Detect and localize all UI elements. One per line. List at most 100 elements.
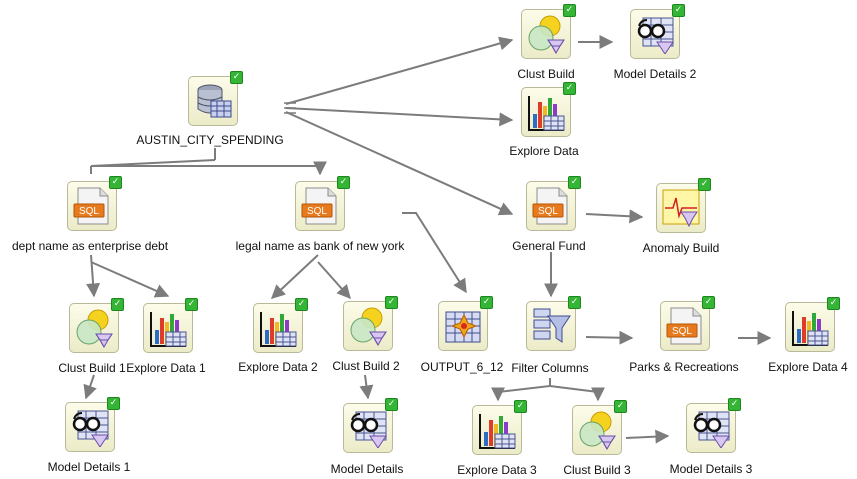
node-label: Clust Build 2 [332,359,400,373]
model-details-icon [350,411,387,448]
status-complete-check-icon: ✓ [480,296,493,309]
node-dept-filter[interactable]: SQL ✓ [67,176,122,231]
node-clust-build-3[interactable]: ✓ [572,400,627,455]
node-label: Parks & Recreations [629,360,739,374]
node-label: Model Details 3 [669,462,753,476]
node-output[interactable]: ✓ [438,296,493,351]
node-model-details-2[interactable]: ✓ [630,4,685,59]
link-filter-columns-to-clust-build-3 [549,385,605,402]
link-source-to-clust-build [285,36,514,105]
link-source-to-general-fund [285,111,514,216]
status-complete-check-icon: ✓ [698,178,711,191]
status-complete-check-icon: ✓ [230,71,243,84]
status-complete-check-icon: ✓ [563,82,576,95]
node-explore-data[interactable]: ✓ [521,82,576,137]
link-clust-build-1-to-model-details-1 [83,374,97,400]
node-clust-build-2[interactable]: ✓ [343,296,398,351]
node-label: Explore Data [509,144,579,158]
node-clust-build[interactable]: ✓ [521,4,576,59]
sql-query-icon: SQL [666,307,702,345]
node-legal-filter[interactable]: SQL ✓ [295,176,350,231]
status-complete-check-icon: ✓ [109,176,122,189]
link-filter-columns-to-parks [585,330,634,345]
link-to-output [402,212,467,294]
status-complete-check-icon: ✓ [385,296,398,309]
data-source-icon [197,84,232,118]
node-label: legal name as bank of new york [235,239,405,253]
output-table-icon [445,311,481,343]
clustering-build-icon [76,309,113,348]
link-general-fund-to-anomaly-build [585,209,644,224]
model-details-icon [72,410,109,447]
node-label: Anomaly Build [642,241,720,255]
node-clust-build-1[interactable]: ✓ [69,298,124,353]
node-model-details-3[interactable]: ✓ [686,398,741,453]
explore-data-icon [260,312,297,347]
status-complete-check-icon: ✓ [614,400,627,413]
svg-text:SQL: SQL [307,206,327,217]
status-complete-check-icon: ✓ [385,398,398,411]
link-clust-build-2-to-model-details [359,374,374,400]
node-label: dept name as enterprise debt [11,239,169,253]
node-label: Filter Columns [511,361,589,375]
node-label: Explore Data 4 [768,360,848,374]
status-complete-check-icon: ✓ [568,296,581,309]
node-explore-data-3[interactable]: ✓ [472,400,527,455]
node-parks[interactable]: SQL ✓ [660,296,715,351]
node-label: Explore Data 1 [126,361,206,375]
node-label: OUTPUT_6_12 [420,360,504,374]
link-clust-build-3-to-model-details-3 [625,429,670,444]
status-complete-check-icon: ✓ [295,298,308,311]
model-details-icon [637,17,674,54]
clustering-build-icon [350,307,387,346]
svg-text:SQL: SQL [672,326,692,337]
node-label: Explore Data 2 [238,360,318,374]
link-filter-columns-to-explore-data-3 [491,378,551,402]
node-filter-columns[interactable]: ✓ [526,296,581,351]
svg-text:SQL: SQL [538,206,558,217]
status-complete-check-icon: ✓ [185,298,198,311]
link-source-to-explore-data [285,107,514,127]
node-label: Explore Data 3 [457,463,537,477]
node-label: AUSTIN_CITY_SPENDING [136,133,284,147]
explore-data-icon [479,414,516,449]
status-complete-check-icon: ✓ [107,397,120,410]
sql-query-icon: SQL [73,187,109,225]
node-source[interactable]: ✓ [188,71,243,126]
node-anomaly-build[interactable]: ✓ [656,178,711,233]
status-complete-check-icon: ✓ [337,176,350,189]
node-model-details[interactable]: ✓ [343,398,398,453]
sql-query-icon: SQL [532,187,568,225]
node-label: Clust Build 1 [58,361,126,375]
status-complete-check-icon: ✓ [563,4,576,17]
status-complete-check-icon: ✓ [568,176,581,189]
node-label: Clust Build 3 [563,463,631,477]
node-explore-data-1[interactable]: ✓ [143,298,198,353]
explore-data-icon [528,96,565,131]
link-legal-filter-to-clust-build-2 [317,261,351,300]
clustering-build-icon [579,411,616,450]
node-explore-data-4[interactable]: ✓ [785,297,840,352]
svg-text:SQL: SQL [79,206,99,217]
filter-columns-icon [533,308,571,343]
node-explore-data-2[interactable]: ✓ [253,298,308,353]
node-model-details-1[interactable]: ✓ [65,397,120,452]
status-complete-check-icon: ✓ [827,297,840,310]
node-label: General Fund [512,239,586,253]
node-label: Clust Build [517,67,575,81]
link-source-to-dept-filter [90,148,320,174]
model-details-icon [693,411,730,448]
status-complete-check-icon: ✓ [514,400,527,413]
status-complete-check-icon: ✓ [111,298,124,311]
status-complete-check-icon: ✓ [702,296,715,309]
sql-query-icon: SQL [301,187,337,225]
node-general-fund[interactable]: SQL ✓ [526,176,581,231]
status-complete-check-icon: ✓ [672,4,685,17]
node-label: Model Details 1 [47,460,131,474]
clustering-build-icon [528,15,565,54]
status-complete-check-icon: ✓ [728,398,741,411]
explore-data-icon [792,311,829,346]
link-dept-filter-to-explore-data-1 [90,261,170,298]
node-label: Model Details [330,462,404,476]
